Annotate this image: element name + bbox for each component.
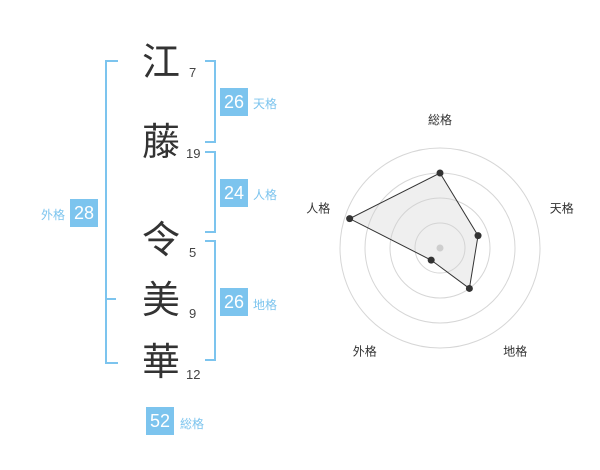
soukaku-value-badge: 52 bbox=[146, 407, 175, 435]
radar-point bbox=[436, 169, 444, 177]
stroke-count-2: 19 bbox=[186, 146, 201, 161]
name-char-1: 江 bbox=[142, 40, 181, 84]
name-char-2: 藤 bbox=[142, 120, 181, 164]
tenkaku-bracket bbox=[205, 60, 216, 143]
name-char-5: 華 bbox=[142, 340, 181, 384]
radar-point bbox=[346, 215, 354, 223]
radar-axis-label: 外格 bbox=[353, 344, 377, 359]
radar-axis-label: 地格 bbox=[503, 344, 527, 359]
stroke-count-1: 7 bbox=[189, 65, 197, 80]
jinkaku-label: 人格 bbox=[253, 188, 278, 202]
chikaku-bracket bbox=[205, 240, 216, 361]
gaikaku-bracket bbox=[105, 60, 118, 364]
tenkaku-value-badge: 26 bbox=[220, 88, 249, 116]
radar-axis-label: 天格 bbox=[550, 200, 574, 215]
soukaku-label: 総格 bbox=[180, 417, 205, 431]
radar-axis-label: 総格 bbox=[428, 112, 452, 127]
radar-point bbox=[474, 232, 482, 240]
stroke-count-5: 12 bbox=[186, 367, 201, 382]
radar-series-polygon bbox=[348, 172, 479, 290]
chikaku-label: 地格 bbox=[253, 298, 278, 312]
gaikaku-label: 外格 bbox=[41, 208, 66, 222]
jinkaku-bracket bbox=[205, 151, 216, 233]
radar-point bbox=[427, 256, 435, 264]
radar-grid-ring bbox=[414, 222, 466, 274]
radar-grid-ring bbox=[389, 197, 491, 299]
gaikaku-bracket-tick bbox=[105, 298, 116, 300]
chikaku-value-badge: 26 bbox=[220, 288, 249, 316]
radar-grid-ring bbox=[339, 147, 541, 349]
radar-point bbox=[465, 284, 473, 292]
radar-center-dot bbox=[436, 244, 444, 252]
gaikaku-value-badge: 28 bbox=[70, 199, 99, 227]
name-char-3: 令 bbox=[142, 218, 181, 262]
stroke-count-4: 9 bbox=[189, 306, 197, 321]
tenkaku-label: 天格 bbox=[253, 97, 278, 111]
radar-axis-label: 人格 bbox=[306, 200, 330, 215]
name-char-4: 美 bbox=[142, 278, 181, 322]
jinkaku-value-badge: 24 bbox=[220, 179, 249, 207]
stroke-count-3: 5 bbox=[189, 245, 197, 260]
